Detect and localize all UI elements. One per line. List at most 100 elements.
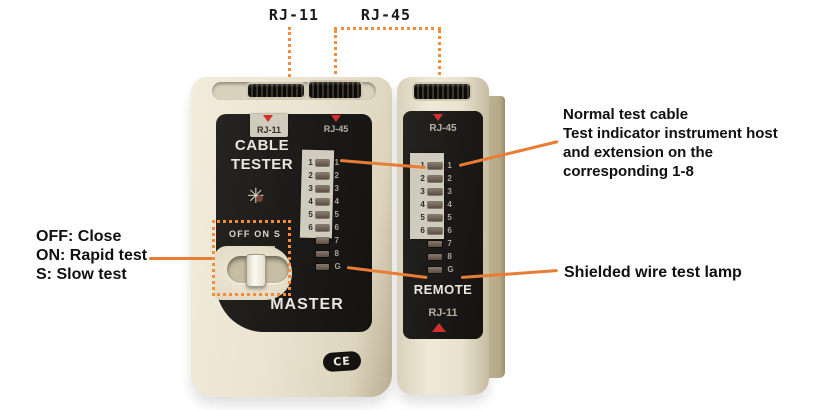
pin-number-right: 3	[447, 187, 452, 196]
led-indicator	[315, 172, 330, 179]
ce-mark: CE	[322, 350, 362, 373]
remote-led-row: 8	[412, 250, 462, 263]
pin-number-right: 3	[334, 184, 339, 193]
master-label: MASTER	[270, 296, 344, 313]
pin-number-left: 3	[308, 184, 313, 193]
remote-led-row: 7	[412, 237, 462, 250]
red-triangle-down-icon	[433, 114, 443, 121]
indicator-annotation-line1: Normal test cable	[563, 106, 689, 123]
pin-number-left: 3	[420, 187, 425, 196]
led-indicator	[427, 266, 443, 273]
remote-led-row: G	[412, 263, 462, 276]
pin-number-right: 4	[334, 197, 339, 206]
indicator-annotation-line2: Test indicator instrument host	[563, 125, 778, 142]
pin-number-right: 1	[447, 161, 452, 170]
remote-led-rows: 11 22 33 44 55 66 7 8 G	[412, 159, 462, 276]
led-indicator	[427, 214, 443, 221]
master-rj11-label-patch	[250, 114, 288, 137]
led-indicator	[427, 162, 443, 169]
master-led-row: 8	[301, 247, 349, 260]
indicator-annotation: Normal test cable Test indicator instrum…	[563, 105, 778, 181]
switch-annotation-line2: ON: Rapid test	[36, 247, 148, 264]
rj45-dotted-bracket-top	[334, 27, 441, 30]
pin-number-right: 7	[447, 239, 452, 248]
led-indicator	[427, 227, 443, 234]
title-line-1: CABLE	[234, 137, 290, 154]
pin-number-right: 2	[447, 174, 452, 183]
ground-annotation: Shielded wire test lamp	[564, 264, 742, 281]
red-triangle-down-icon	[331, 115, 341, 122]
remote-rj11-panel-label: RJ-11	[428, 307, 458, 319]
pin-number-right: 6	[334, 223, 339, 232]
switch-annotation: OFF: Close ON: Rapid test S: Slow test	[36, 227, 147, 284]
pin-number-left: 1	[308, 158, 313, 167]
pin-number-right: 4	[447, 200, 452, 209]
led-indicator	[315, 159, 330, 166]
title-line-2: TESTER	[230, 156, 294, 173]
pin-number-right: 5	[334, 210, 339, 219]
indicator-annotation-line3: and extension on the	[563, 144, 714, 161]
led-indicator	[315, 263, 330, 270]
led-indicator	[315, 185, 330, 192]
pin-number-right: 5	[447, 213, 452, 222]
pin-number-right: 8	[334, 249, 339, 258]
led-indicator	[427, 175, 443, 182]
sun-icon-center	[256, 195, 263, 202]
rj45-top-label: RJ-45	[360, 6, 412, 24]
pin-number-left: 6	[420, 226, 425, 235]
pin-number-left: 5	[308, 210, 313, 219]
rj45-dotted-leader-right	[438, 30, 441, 87]
pin-number-left: 5	[420, 213, 425, 222]
pin-number-left: 2	[308, 171, 313, 180]
led-indicator	[427, 240, 443, 247]
indicator-annotation-line4: corresponding 1-8	[563, 163, 694, 180]
red-triangle-up-icon	[432, 323, 446, 332]
led-indicator	[315, 211, 330, 218]
pin-number-right: G	[447, 265, 454, 274]
pin-number-left: 4	[420, 200, 425, 209]
switch-annotation-line1: OFF: Close	[36, 228, 122, 245]
rj11-top-label: RJ-11	[268, 6, 320, 24]
callout-line-switch	[149, 257, 215, 260]
slide-switch-knob	[246, 254, 266, 287]
led-indicator	[315, 250, 330, 257]
pin-number-left: 6	[308, 223, 313, 232]
led-indicator	[315, 237, 330, 244]
master-led-row: 7	[301, 234, 349, 247]
pin-number-left: 4	[308, 197, 313, 206]
remote-rj45-panel-label: RJ-45	[429, 123, 457, 134]
pin-number-right: 7	[334, 236, 339, 245]
led-indicator	[427, 201, 443, 208]
pin-number-right: 2	[334, 171, 339, 180]
rj11-dotted-leader	[288, 27, 291, 94]
sun-icon: ✳	[247, 184, 265, 208]
rj45-dotted-leader-left	[334, 30, 337, 92]
cable-tester-title: CABLE TESTER	[224, 136, 300, 174]
master-rj45-panel-label: RJ-45	[323, 124, 349, 134]
rj45-port	[309, 82, 361, 98]
pin-number-right: 8	[447, 252, 452, 261]
led-indicator	[427, 253, 443, 260]
switch-legend: OFF ON S	[229, 229, 282, 239]
led-indicator	[315, 198, 330, 205]
rj11-port	[248, 84, 304, 97]
led-indicator	[315, 224, 330, 231]
pin-number-right: 6	[447, 226, 452, 235]
red-triangle-down-icon	[263, 115, 273, 122]
led-indicator	[427, 188, 443, 195]
master-rj11-panel-label: RJ-11	[256, 125, 282, 135]
pin-number-left: 2	[420, 174, 425, 183]
pin-number-right: 1	[334, 158, 339, 167]
